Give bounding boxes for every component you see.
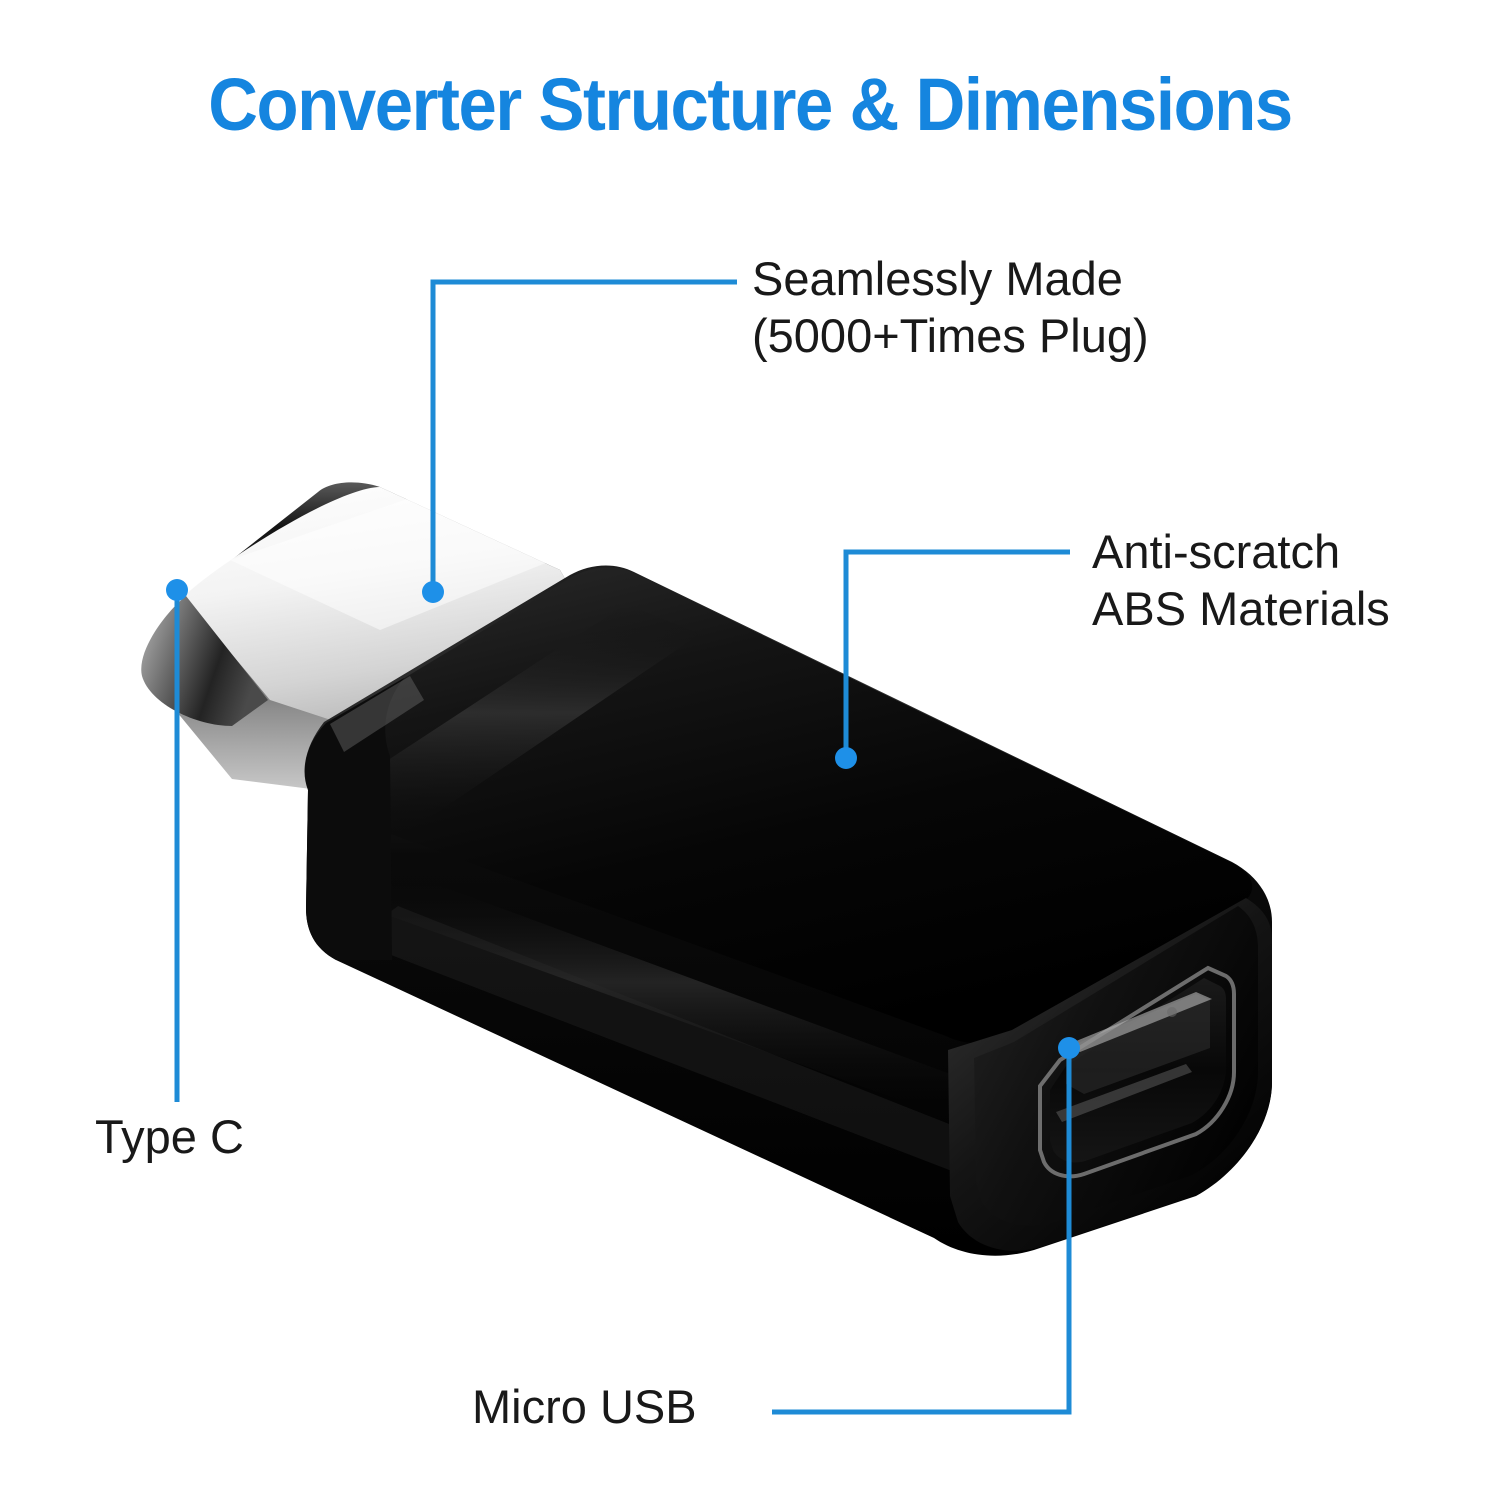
callout-seamlessly-made — [422, 279, 737, 603]
annotation-micro-usb: Micro USB — [472, 1380, 697, 1433]
annotation-abs-materials: Anti-scratch ABS Materials — [1092, 523, 1390, 638]
callout-abs-materials — [835, 549, 1070, 769]
annotation-type-c: Type C — [95, 1110, 244, 1163]
annotation-abs-materials-line1: Anti-scratch — [1092, 525, 1341, 578]
annotation-seamlessly-made-line2: (5000+Times Plug) — [752, 309, 1149, 363]
callout-dot-type-c — [166, 579, 188, 601]
callout-dot-micro-usb — [1058, 1037, 1080, 1059]
annotation-seamlessly-made-line1: Seamlessly Made — [752, 252, 1123, 305]
callout-dot-abs-materials — [835, 747, 857, 769]
callout-type-c — [166, 579, 188, 1102]
annotation-seamlessly-made: Seamlessly Made (5000+Times Plug) — [752, 250, 1149, 365]
callout-micro-usb — [772, 1037, 1080, 1415]
callout-dot-seamlessly-made — [422, 581, 444, 603]
page-title: Converter Structure & Dimensions — [208, 63, 1293, 146]
annotation-abs-materials-line2: ABS Materials — [1092, 582, 1390, 636]
